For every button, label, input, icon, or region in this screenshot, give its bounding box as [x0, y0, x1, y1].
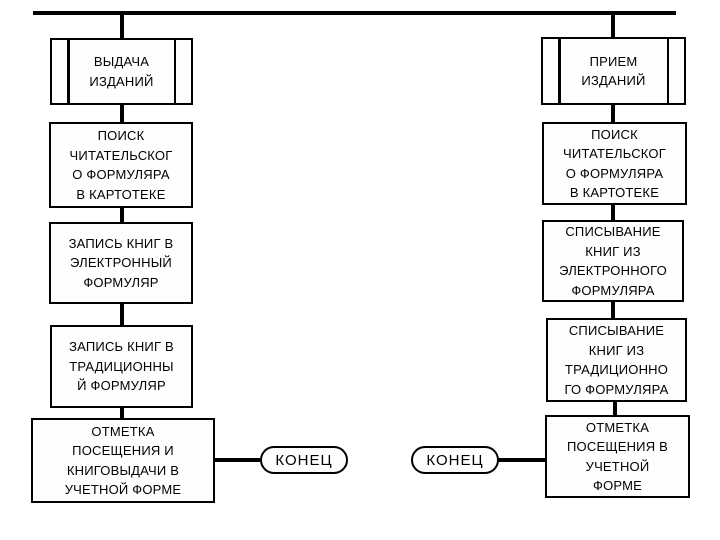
- connector: [120, 408, 124, 418]
- connector: [120, 304, 124, 325]
- node-label: СПИСЫВАНИЕ КНИГ ИЗ ЭЛЕКТРОННОГО ФОРМУЛЯР…: [559, 224, 667, 298]
- connector: [120, 105, 124, 122]
- node-label: ЗАПИСЬ КНИГ В ТРАДИЦИОННЫ Й ФОРМУЛЯР: [69, 339, 174, 394]
- node-issue-step-visit-mark: ОТМЕТКА ПОСЕЩЕНИЯ И КНИГОВЫДАЧИ В УЧЕТНО…: [31, 418, 215, 503]
- node-label: ПРИЕМ ИЗДАНИЙ: [581, 53, 646, 89]
- node-label: ПОИСК ЧИТАТЕЛЬСКОГ О ФОРМУЛЯРА В КАРТОТЕ…: [563, 126, 666, 201]
- node-label: ОТМЕТКА ПОСЕЩЕНИЯ В УЧЕТНОЙ ФОРМЕ: [567, 419, 668, 494]
- connector-rail-to-issue: [120, 14, 124, 39]
- node-label: ЗАПИСЬ КНИГ В ЭЛЕКТРОННЫЙ ФОРМУЛЯР: [68, 235, 174, 290]
- node-label: ОТМЕТКА ПОСЕЩЕНИЯ И КНИГОВЫДАЧИ В УЧЕТНО…: [64, 423, 182, 498]
- connector-receive-to-end: [497, 458, 545, 462]
- predefined-process-bar-icon: [666, 39, 669, 103]
- connector: [611, 302, 615, 318]
- connector: [611, 105, 615, 122]
- node-label: СПИСЫВАНИЕ КНИГ ИЗ ТРАДИЦИОННО ГО ФОРМУЛ…: [564, 323, 669, 397]
- node-receive-step-electronic-writeoff: СПИСЫВАНИЕ КНИГ ИЗ ЭЛЕКТРОННОГО ФОРМУЛЯР…: [542, 220, 684, 302]
- terminator-label: КОНЕЦ: [275, 451, 333, 469]
- connector-issue-to-end: [213, 458, 260, 462]
- connector-rail-to-receive: [611, 14, 615, 38]
- node-receive-start: ПРИЕМ ИЗДАНИЙ: [541, 37, 686, 105]
- node-label: ВЫДАЧА ИЗДАНИЙ: [89, 54, 154, 89]
- node-issue-start: ВЫДАЧА ИЗДАНИЙ: [50, 38, 193, 105]
- top-rail-line: [33, 11, 676, 15]
- terminator-receive-end: КОНЕЦ: [411, 446, 499, 474]
- predefined-process-bar-icon: [67, 40, 70, 103]
- predefined-process-bar-icon: [173, 40, 176, 103]
- terminator-issue-end: КОНЕЦ: [260, 446, 348, 474]
- terminator-label: КОНЕЦ: [426, 451, 484, 469]
- node-label: ПОИСК ЧИТАТЕЛЬСКОГ О ФОРМУЛЯРА В КАРТОТЕ…: [69, 128, 173, 202]
- node-receive-step-visit-mark: ОТМЕТКА ПОСЕЩЕНИЯ В УЧЕТНОЙ ФОРМЕ: [545, 415, 690, 498]
- node-receive-step-traditional-writeoff: СПИСЫВАНИЕ КНИГ ИЗ ТРАДИЦИОННО ГО ФОРМУЛ…: [546, 318, 687, 402]
- node-issue-step-traditional-record: ЗАПИСЬ КНИГ В ТРАДИЦИОННЫ Й ФОРМУЛЯР: [50, 325, 193, 408]
- connector: [613, 402, 617, 415]
- connector: [120, 208, 124, 222]
- node-receive-step-search-card: ПОИСК ЧИТАТЕЛЬСКОГ О ФОРМУЛЯРА В КАРТОТЕ…: [542, 122, 687, 205]
- connector: [611, 205, 615, 220]
- node-issue-step-electronic-record: ЗАПИСЬ КНИГ В ЭЛЕКТРОННЫЙ ФОРМУЛЯР: [49, 222, 193, 304]
- node-issue-step-search-card: ПОИСК ЧИТАТЕЛЬСКОГ О ФОРМУЛЯРА В КАРТОТЕ…: [49, 122, 193, 208]
- predefined-process-bar-icon: [558, 39, 561, 103]
